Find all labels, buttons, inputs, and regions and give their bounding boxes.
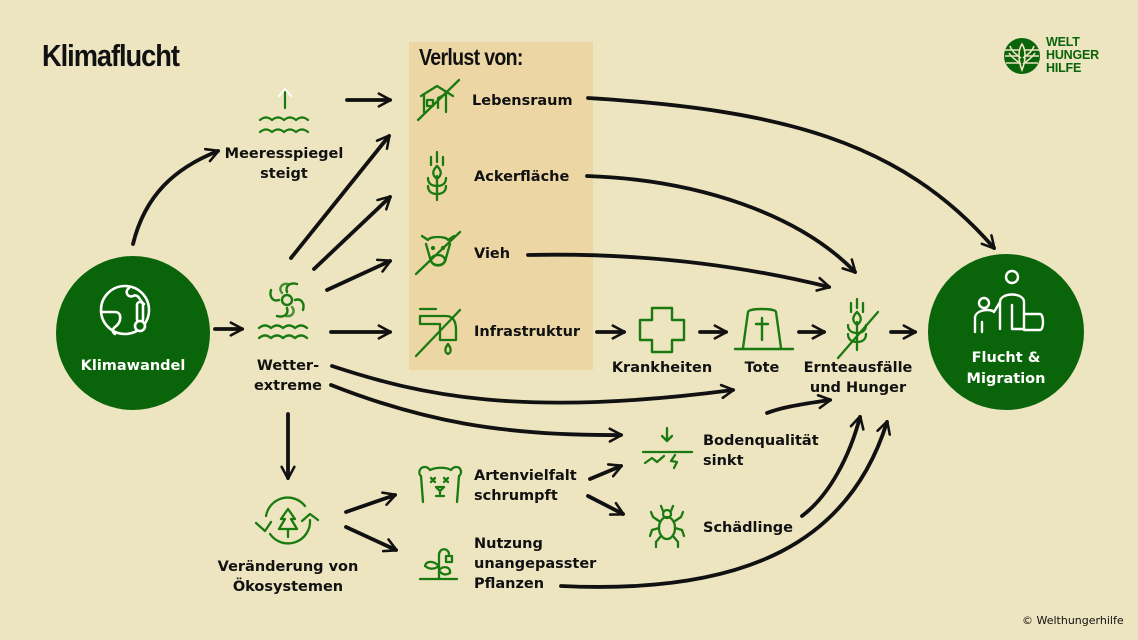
klimawandel-label: Klimawandel — [80, 358, 186, 374]
arrow-pflanzen-ernteausfaelle — [559, 419, 892, 589]
crossed-house-icon — [416, 78, 461, 122]
arrow-artenvielfalt-schaedlinge — [586, 494, 625, 516]
arrow-ackerflaeche-ernteausfaelle — [585, 174, 857, 274]
bug-icon — [648, 504, 686, 549]
wetterextreme-label: Wetter- — [256, 358, 320, 374]
oekosysteme-label: Ökosystemen — [232, 579, 344, 595]
wilting-plant-icon — [418, 548, 459, 581]
node-infrastruktur: Infrastruktur — [474, 324, 581, 340]
flucht-line: Migration — [966, 371, 1046, 387]
crossed-cow-icon — [414, 230, 462, 276]
node-ernteausfaelle: Ernteausfälle und Hunger — [798, 358, 918, 398]
soil-crack-icon — [641, 426, 694, 470]
node-wetterextreme: Wetter- extreme — [240, 356, 336, 396]
gravestone-icon — [733, 307, 795, 351]
logo-line: WELT — [1046, 35, 1080, 49]
page-title: Klimaflucht — [42, 38, 180, 73]
medical-cross-icon — [638, 306, 686, 354]
bodenqualitaet-label: Bodenqualität — [703, 433, 819, 449]
globe-thermometer-icon — [99, 284, 151, 336]
node-lebensraum: Lebensraum — [472, 93, 573, 109]
ernteausfaelle-label: und Hunger — [809, 380, 907, 396]
logo-line: HILFE — [1046, 61, 1082, 75]
crossed-pipe-icon — [414, 307, 462, 358]
node-vieh: Vieh — [474, 246, 511, 262]
node-tote: Tote — [744, 360, 780, 376]
node-bodenqualitaet: Bodenqualität sinkt — [703, 431, 819, 471]
arrow-vieh-ernteausfaelle — [526, 252, 832, 292]
node-krankheiten: Krankheiten — [611, 360, 713, 376]
pflanzen-label: unangepasster — [474, 556, 597, 572]
arrow-schaedlinge-ernteausfaelle — [800, 414, 865, 518]
oekosysteme-label: Veränderung von — [217, 559, 359, 575]
node-ackerflaeche: Ackerfläche — [474, 169, 570, 185]
artenvielfalt-label: schrumpft — [474, 488, 558, 504]
arrow-wetterextreme-bodenqualitaet — [329, 383, 624, 443]
node-meeresspiegel: Meeresspiegel steigt — [222, 144, 346, 184]
loss-panel-title: Verlust von: — [419, 44, 523, 70]
arrow-wetterextreme-lebensraum — [289, 134, 391, 260]
node-schaedlinge: Schädlinge — [703, 520, 794, 536]
logo-line: HUNGER — [1046, 48, 1099, 62]
node-artenvielfalt: Artenvielfalt schrumpft — [474, 466, 577, 506]
refugees-icon — [973, 269, 1045, 334]
arrow-wetterextreme-ackerflaeche — [312, 195, 392, 271]
meeresspiegel-label: Meeresspiegel — [224, 146, 344, 162]
arrow-bodenqualitaet-ernteausfaelle — [765, 393, 833, 415]
cyclone-icon — [257, 282, 309, 340]
flucht-label: Flucht & Migration — [928, 348, 1084, 390]
arrow-oekosysteme-pflanzen — [344, 525, 399, 553]
wetterextreme-label: extreme — [253, 378, 323, 394]
tree-cycle-icon — [254, 496, 320, 545]
arrow-artenvielfalt-bodenqualitaet — [588, 463, 624, 481]
arrow-klimawandel-meeresspiegel — [131, 147, 221, 246]
ernteausfaelle-label: Ernteausfälle — [803, 360, 913, 376]
crossed-wheat-icon — [836, 297, 880, 360]
pflanzen-label: Pflanzen — [474, 576, 545, 592]
arrow-wetterextreme-tote — [330, 364, 736, 405]
pflanzen-label: Nutzung — [474, 536, 543, 552]
arrow-wetterextreme-vieh — [325, 258, 393, 292]
meeresspiegel-label: steigt — [260, 166, 308, 182]
logo-wordmark: WELT HUNGER HILFE — [1046, 36, 1099, 75]
arrow-oekosysteme-artenvielfalt — [344, 491, 398, 514]
flucht-line: Flucht & — [971, 350, 1041, 366]
bodenqualitaet-label: sinkt — [703, 453, 744, 469]
copyright: © Welthungerhilfe — [1022, 614, 1124, 627]
node-pflanzen: Nutzung unangepasster Pflanzen — [474, 534, 596, 594]
dead-bear-icon — [418, 465, 463, 504]
wheat-icon — [426, 150, 448, 202]
node-oekosysteme: Veränderung von Ökosystemen — [208, 557, 368, 597]
artenvielfalt-label: Artenvielfalt — [474, 468, 577, 484]
sea-level-rise-icon — [258, 87, 310, 134]
arrow-lebensraum-flucht — [586, 96, 996, 250]
